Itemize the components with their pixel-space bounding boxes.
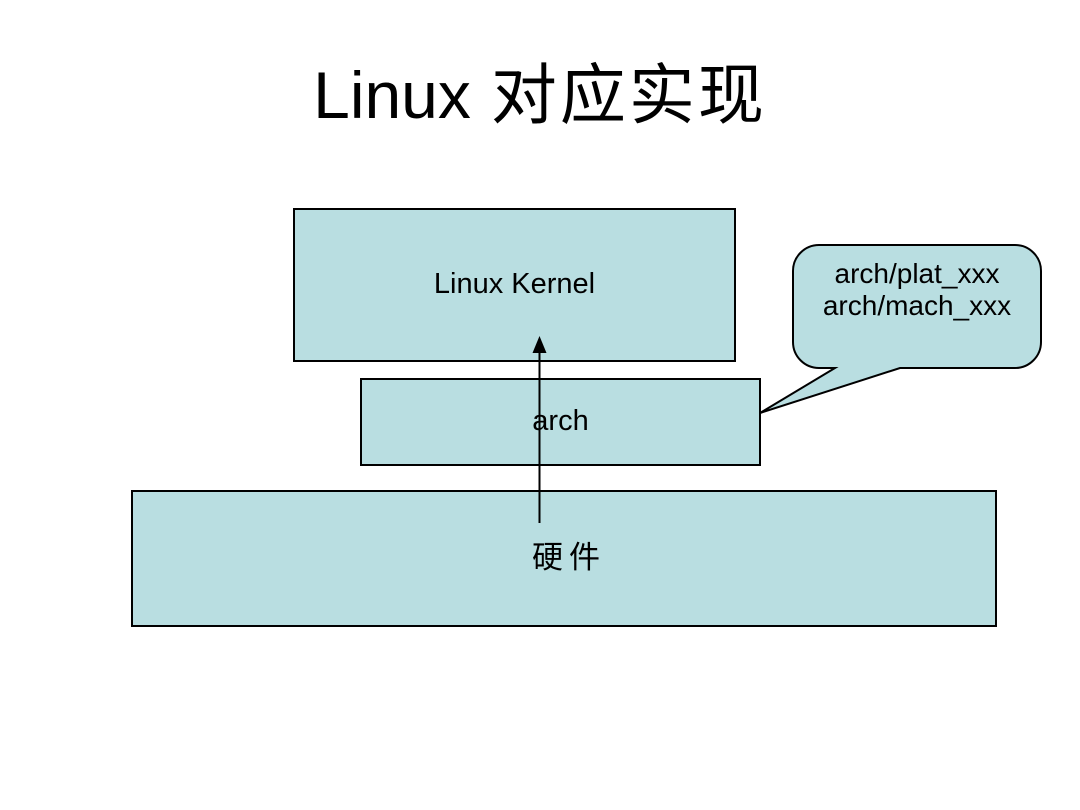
arch-box-label: arch xyxy=(532,405,589,438)
hardware-box-label: 硬件 xyxy=(532,540,606,576)
slide-title-latin: Linux xyxy=(313,58,471,132)
hardware-box: 硬件 xyxy=(131,490,997,627)
linux-kernel-box: Linux Kernel xyxy=(293,208,736,362)
linux-kernel-box-label: Linux Kernel xyxy=(433,268,596,301)
callout-line-2: arch/mach_xxx xyxy=(822,290,1012,321)
arch-box: arch xyxy=(360,378,761,466)
callout-line-1: arch/plat_xxx xyxy=(834,258,1000,289)
callout-text: arch/plat_xxx arch/mach_xxx xyxy=(793,258,1041,322)
slide-title: Linux 对应实现 xyxy=(0,62,1080,134)
slide-title-cjk: 对应实现 xyxy=(490,60,767,133)
